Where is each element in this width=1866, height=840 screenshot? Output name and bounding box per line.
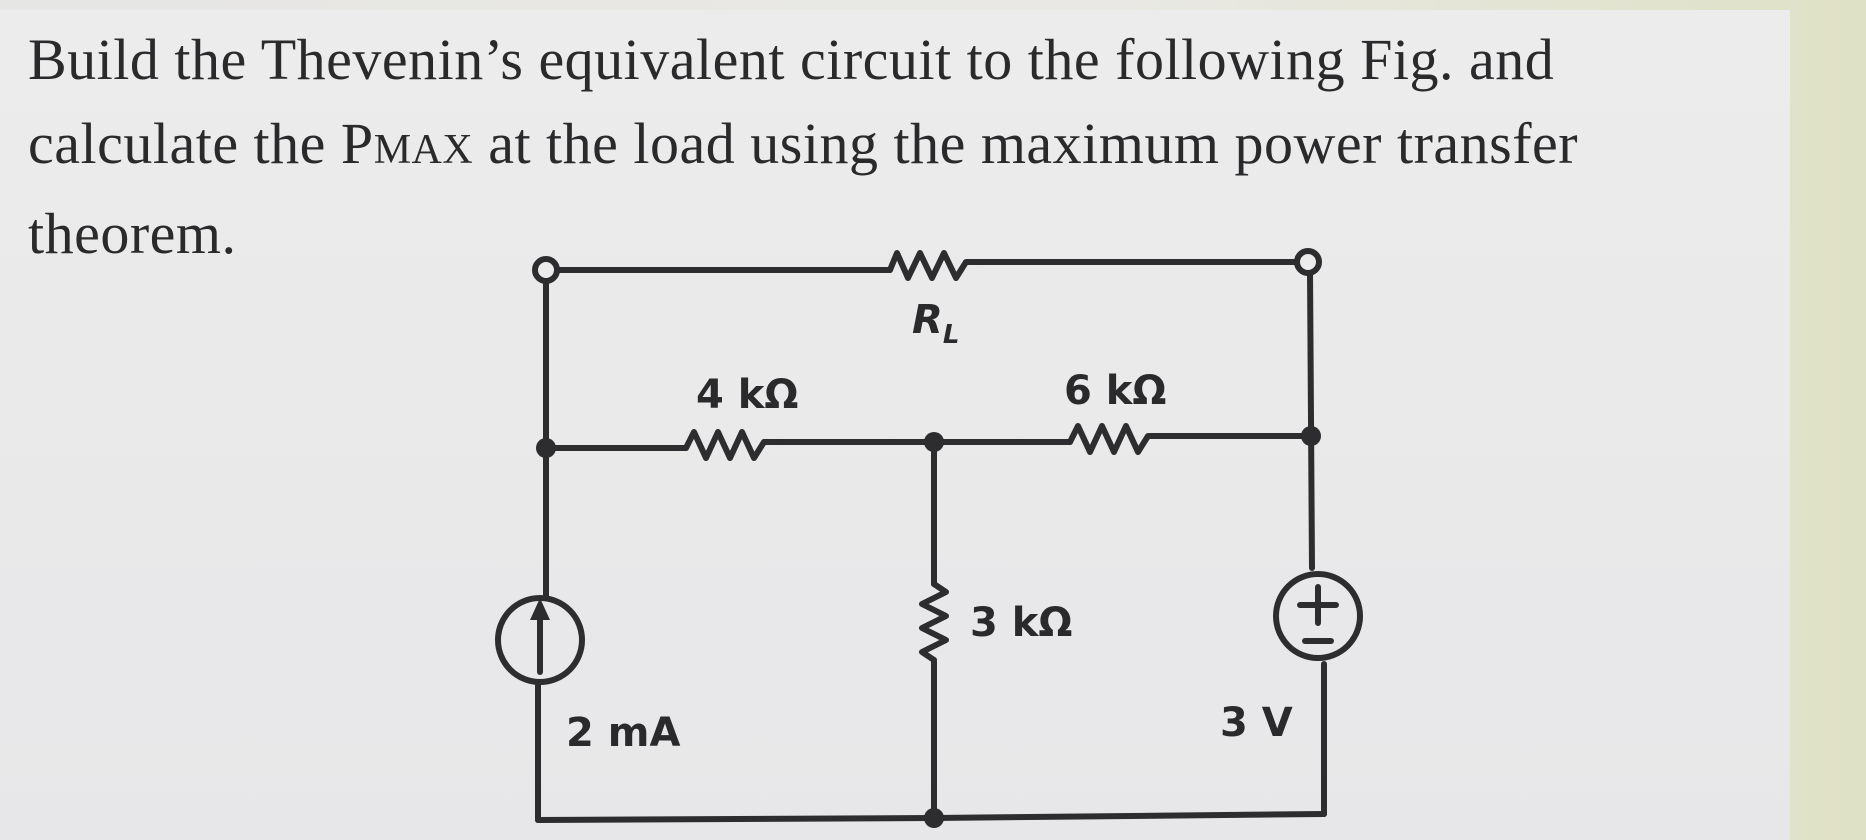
junction-left <box>536 438 556 458</box>
resistor-6k <box>1067 423 1171 455</box>
pmax-subscript: MAX <box>373 127 474 173</box>
resistor-rl <box>887 250 981 281</box>
problem-line-2: calculate the PMAX at the load using the… <box>28 102 1788 192</box>
wire-right-upper <box>1307 269 1315 571</box>
problem-sheet <box>0 10 1790 840</box>
problem-statement: Build the Thevenin’s equivalent circuit … <box>28 18 1788 276</box>
resistor-3k <box>919 581 949 663</box>
resistor-4k <box>683 429 787 461</box>
plus-sign-mark <box>1297 584 1339 626</box>
r3-label: 3 kΩ <box>970 600 1072 646</box>
problem-line-2-post: at the load using the maximum power tran… <box>473 111 1579 176</box>
rl-label: RL <box>912 297 959 350</box>
junction-right <box>1301 426 1321 446</box>
current-arrow-head <box>530 598 550 620</box>
junction-bottom <box>924 808 944 828</box>
terminal-right <box>1294 248 1322 276</box>
problem-line-2-pre: calculate the P <box>28 111 374 176</box>
voltage-source-label: 3 V <box>1220 700 1293 746</box>
problem-line-1: Build the Thevenin’s equivalent circuit … <box>28 27 1555 92</box>
r1-label: 4 kΩ <box>696 372 798 418</box>
junction-center <box>924 432 944 452</box>
current-source-label: 2 mA <box>566 710 680 756</box>
terminal-left <box>532 256 560 284</box>
voltage-source <box>1273 571 1363 661</box>
r2-label: 6 kΩ <box>1064 368 1166 414</box>
problem-line-3: theorem. <box>28 201 237 266</box>
